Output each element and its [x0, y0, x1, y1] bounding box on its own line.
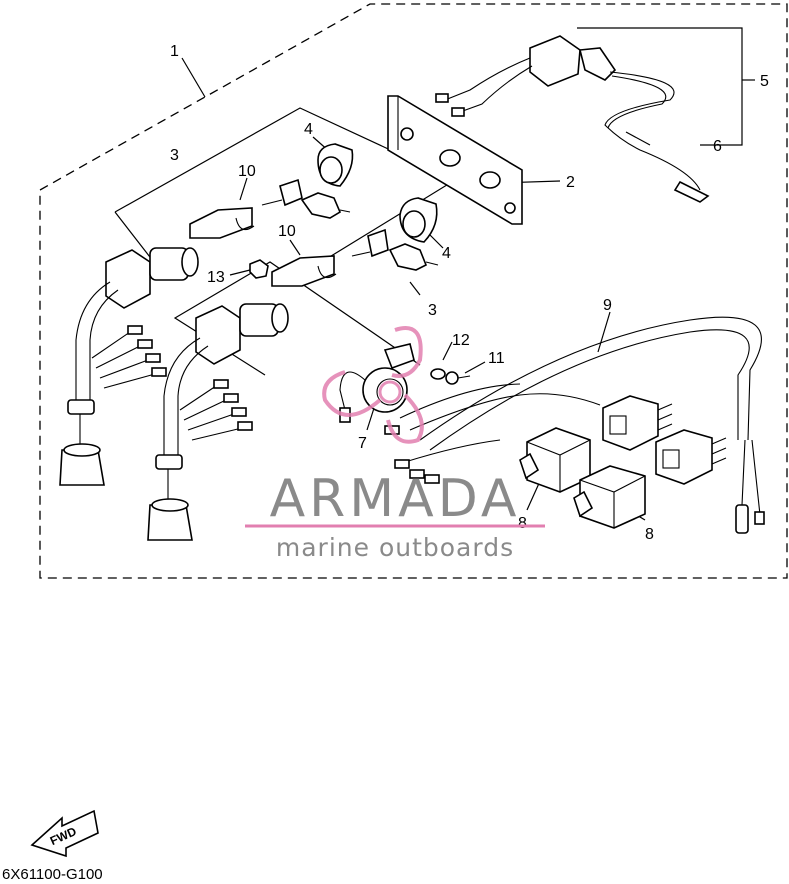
connector-lower — [655, 429, 727, 485]
assembly-boundary — [39, 3, 788, 579]
callout-labels: 1 2 3 3 4 4 5 6 7 8 8 9 10 10 11 12 13 — [170, 43, 769, 543]
buzzer — [339, 343, 415, 423]
callout-5: 5 — [760, 73, 769, 90]
callout-6: 6 — [713, 138, 722, 155]
nut — [249, 259, 269, 279]
callout-2: 2 — [566, 174, 575, 191]
callout-4-upper: 4 — [304, 121, 313, 138]
watermark-tagline: marine outboards — [276, 533, 514, 562]
part-code: 6X61100-G100 — [2, 866, 103, 883]
key-cap-upper — [317, 143, 354, 187]
key-set-upper — [261, 178, 351, 219]
callout-3-lower: 3 — [428, 302, 437, 319]
callout-8-right: 8 — [645, 526, 654, 543]
callout-10-lower: 10 — [278, 223, 296, 240]
callout-10-upper: 10 — [238, 163, 256, 180]
propeller-logo-icon — [322, 326, 424, 444]
stop-switch — [435, 35, 617, 117]
screw — [445, 371, 471, 385]
fwd-arrow-icon: FWD — [30, 809, 99, 858]
main-switch-upper — [59, 247, 199, 486]
mounting-panel — [387, 95, 523, 225]
callout-13: 13 — [207, 269, 225, 286]
relay-lower — [573, 465, 646, 529]
washer — [430, 368, 446, 380]
callout-8-left: 8 — [518, 515, 527, 532]
callout-3-upper: 3 — [170, 147, 179, 164]
callout-12: 12 — [452, 332, 470, 349]
main-switch-lower — [147, 303, 289, 541]
callout-1: 1 — [170, 43, 179, 60]
callout-11: 11 — [488, 350, 505, 367]
callout-4-lower: 4 — [442, 245, 451, 262]
callout-7: 7 — [358, 435, 367, 452]
key-set-lower — [351, 228, 439, 271]
lanyard-cord — [604, 71, 710, 203]
key-holder-upper — [189, 207, 255, 239]
key-holder-lower — [271, 255, 337, 287]
watermark: ARMADA marine outboards — [245, 326, 545, 562]
key-cap-lower — [399, 197, 438, 243]
callout-9: 9 — [603, 297, 612, 314]
watermark-brand: ARMADA — [270, 469, 521, 529]
connector-upper — [602, 395, 673, 451]
